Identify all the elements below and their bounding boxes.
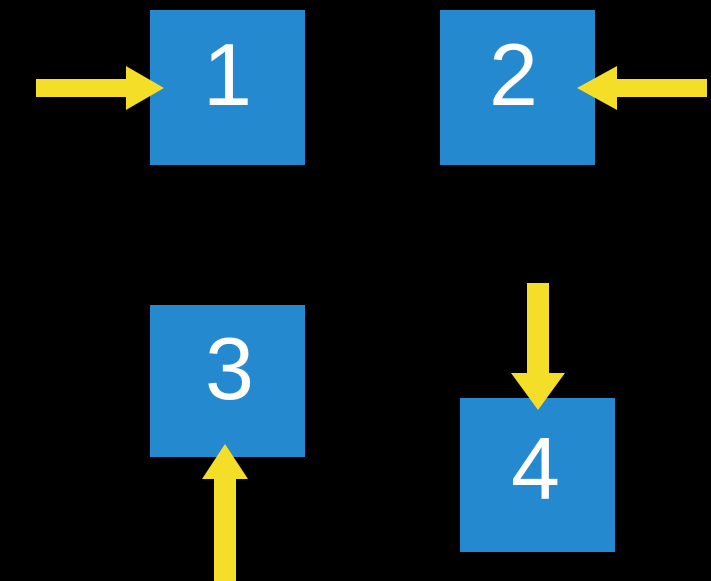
node-box-2[interactable] bbox=[440, 10, 595, 165]
node-box-4[interactable] bbox=[460, 398, 615, 552]
node-box-1[interactable] bbox=[150, 10, 305, 165]
arrow-down-into-node-4-icon bbox=[511, 283, 565, 410]
node-label-1: 1 bbox=[203, 25, 252, 124]
node-label-4: 4 bbox=[511, 419, 560, 518]
node-label-2: 2 bbox=[489, 25, 538, 124]
arrow-right-into-node-1-icon bbox=[36, 66, 164, 110]
node-box-3[interactable] bbox=[150, 305, 305, 457]
arrow-up-into-node-3-icon bbox=[202, 444, 248, 581]
arrow-left-into-node-2-icon bbox=[577, 66, 707, 110]
node-label-3: 3 bbox=[205, 319, 254, 418]
